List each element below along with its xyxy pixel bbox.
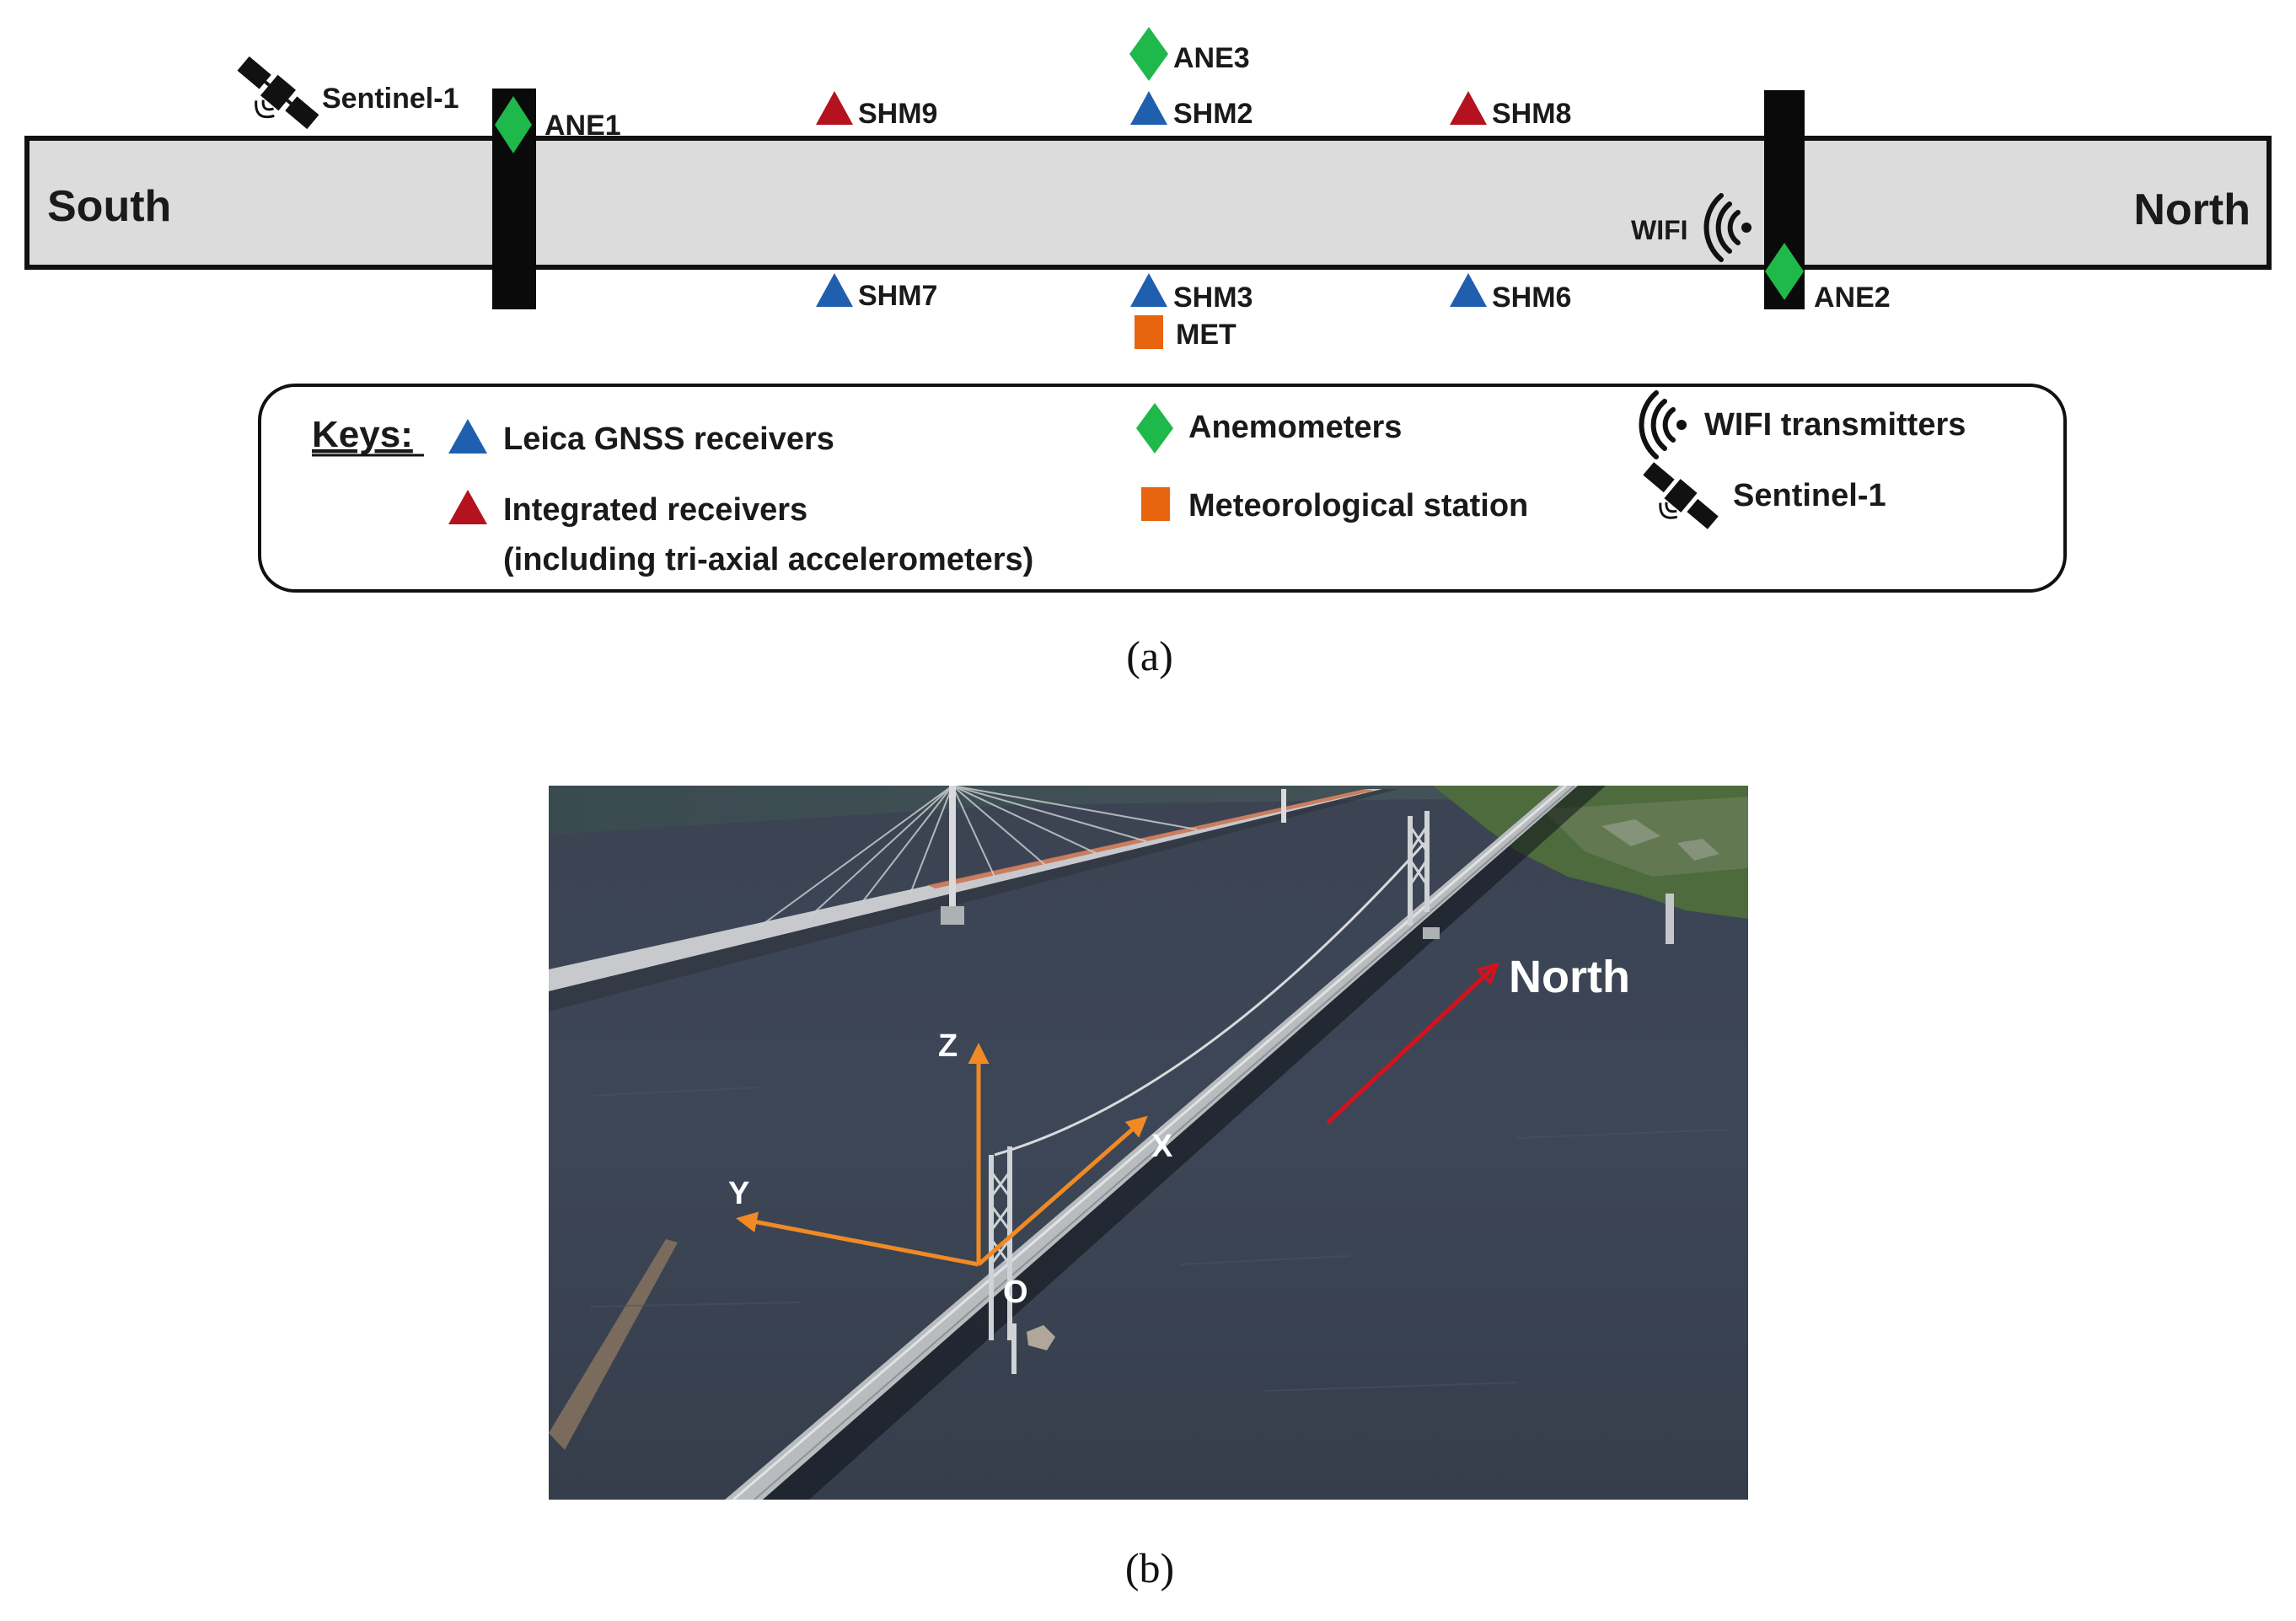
met-label: MET <box>1176 319 1237 351</box>
wifi-label: WIFI <box>1631 215 1688 245</box>
north-label: North <box>2133 185 2250 234</box>
ane2-label: ANE2 <box>1814 282 1891 314</box>
shm9-label: SHM9 <box>858 98 937 130</box>
key-integrated-receivers: Integrated receivers <box>503 492 807 528</box>
key-wifi-transmitters: WIFI transmitters <box>1704 407 1966 443</box>
bridge-deck <box>24 136 2272 270</box>
red-triangle-icon <box>448 490 487 524</box>
coordinate-axes <box>736 1043 1148 1267</box>
wifi-transmitter-icon <box>1703 193 1752 262</box>
shm7-label: SHM7 <box>858 280 937 312</box>
sentinel-label: Sentinel-1 <box>322 83 459 115</box>
caption-a: (a) <box>1126 632 1173 679</box>
ane3-diamond-icon <box>1129 27 1168 81</box>
y-axis-label: Y <box>728 1176 749 1211</box>
north-direction-label: North <box>1509 952 1630 1002</box>
shm2-label: SHM2 <box>1173 98 1253 130</box>
x-axis-arrow <box>977 1115 1148 1266</box>
panel-b: Z X Y O North (b) <box>549 786 1748 1591</box>
shm8-label: SHM8 <box>1492 98 1571 130</box>
origin-label: O <box>1003 1275 1028 1310</box>
south-label: South <box>47 182 171 231</box>
key-meteorological-station: Meteorological station <box>1188 488 1528 523</box>
keys-title: Keys: <box>312 414 413 455</box>
ane2-diamond-icon <box>1765 243 1804 300</box>
orange-square-icon <box>1141 487 1170 521</box>
ane1-diamond-icon <box>495 96 532 153</box>
green-diamond-icon <box>1136 403 1173 454</box>
key-sentinel: Sentinel-1 <box>1733 478 1886 513</box>
key-leica-gnss: Leica GNSS receivers <box>503 421 834 457</box>
caption-b: (b) <box>1125 1544 1174 1591</box>
shm2-triangle-icon <box>1130 91 1167 125</box>
y-axis-arrow <box>736 1211 979 1267</box>
ane3-label: ANE3 <box>1173 42 1250 74</box>
blue-triangle-icon <box>448 419 487 454</box>
shm7-triangle-icon <box>816 273 853 307</box>
ane1-label: ANE1 <box>544 110 621 142</box>
panel-a: South North Sentinel-1 ANE1 ANE3 SHM9 SH… <box>24 27 2272 679</box>
shm6-triangle-icon <box>1450 273 1487 307</box>
shm3-label: SHM3 <box>1173 282 1253 314</box>
satellite-icon <box>1643 462 1719 529</box>
key-integrated-receivers-note: (including tri-axial accelerometers) <box>503 542 1033 577</box>
x-axis-label: X <box>1151 1129 1173 1164</box>
z-axis-label: Z <box>938 1028 958 1064</box>
shm3-triangle-icon <box>1130 273 1167 307</box>
keys-legend: Keys: Leica GNSS receivers Integrated re… <box>258 384 2067 593</box>
met-square-icon <box>1135 315 1163 349</box>
bridge-aerial-photo <box>549 786 1748 1500</box>
key-anemometers: Anemometers <box>1188 410 1402 445</box>
shm6-label: SHM6 <box>1492 282 1571 314</box>
shm9-triangle-icon <box>816 91 853 125</box>
wifi-icon <box>1639 390 1687 459</box>
sentinel-satellite-icon <box>237 56 319 130</box>
north-arrow <box>1326 966 1495 1125</box>
shm8-triangle-icon <box>1450 91 1487 125</box>
